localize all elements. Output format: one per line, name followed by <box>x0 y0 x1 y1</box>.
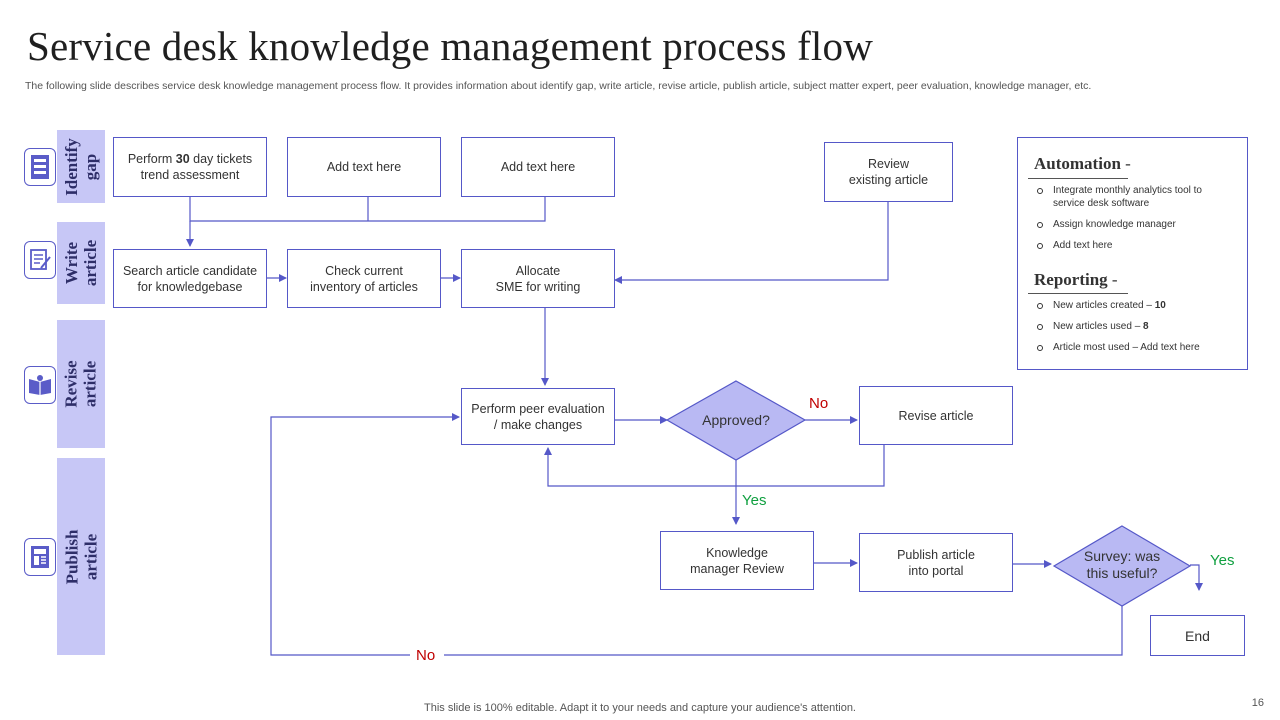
decision-survey-label: Survey: was this useful? <box>1083 548 1161 581</box>
box-trend-assessment: Perform 30 day tickets trend assessment <box>113 137 267 197</box>
label-yes-survey: Yes <box>1210 552 1235 569</box>
automation-item-3: Add text here <box>1053 240 1113 251</box>
connector-gap-merge <box>189 197 546 222</box>
page-title: Service desk knowledge management proces… <box>27 23 874 69</box>
automation-item-2: Assign knowledge manager <box>1053 219 1176 230</box>
label-no-revise: No <box>809 395 829 412</box>
automation-rule <box>1028 178 1128 179</box>
box-trend-assessment-pre: Perform <box>127 152 176 166</box>
automation-heading-text: Automation <box>1034 154 1121 173</box>
list-item: Add text here <box>1032 239 1232 252</box>
page-number: 16 <box>1251 697 1264 709</box>
box-publish-portal-label: Publish article into portal <box>897 547 975 578</box>
box-allocate-sme: Allocate SME for writing <box>461 249 615 308</box>
box-trend-assessment-post: day tickets trend assessment <box>140 152 253 182</box>
box-end-label: End <box>1185 627 1210 644</box>
box-review-existing-label: Review existing article <box>848 157 929 187</box>
box-revise-article: Revise article <box>859 386 1013 445</box>
box-revise-article-label: Revise article <box>898 408 974 423</box>
stage-identify-gap-label: Identify gap <box>62 137 100 196</box>
label-no-survey: No <box>416 647 436 664</box>
reporting-item-1-value: 10 <box>1154 300 1166 311</box>
automation-item-1: Integrate monthly analytics tool to serv… <box>1053 185 1202 209</box>
label-yes-approved: Yes <box>742 492 767 509</box>
reporting-item-2-value: 8 <box>1143 321 1149 332</box>
list-item: Integrate monthly analytics tool to serv… <box>1032 184 1232 210</box>
box-knowledge-review-label: Knowledge manager Review <box>690 545 784 576</box>
box-search-candidate-label: Search article candidate for knowledgeba… <box>122 263 258 294</box>
list-item: Article most used – Add text here <box>1032 341 1232 354</box>
automation-heading-dash: - <box>1120 154 1131 173</box>
stage-identify-gap: Identify gap <box>57 130 105 203</box>
box-peer-evaluation-label: Perform peer evaluation / make changes <box>471 401 605 432</box>
box-trend-assessment-bold: 30 <box>175 152 190 166</box>
reporting-item-3: Article most used – Add text here <box>1053 342 1200 353</box>
automation-heading: Automation - <box>1034 154 1131 174</box>
box-add-text-1-label: Add text here <box>326 160 402 174</box>
footer-note: This slide is 100% editable. Adapt it to… <box>424 702 856 714</box>
automation-list: Integrate monthly analytics tool to serv… <box>1032 184 1232 260</box>
box-check-inventory-label: Check current inventory of articles <box>310 263 418 294</box>
stage-write-article: Write article <box>57 222 105 304</box>
reporting-heading-text: Reporting <box>1034 270 1108 289</box>
reporting-item-1: New articles created – <box>1053 300 1155 311</box>
box-end: End <box>1150 615 1245 656</box>
box-allocate-sme-label: Allocate SME for writing <box>495 263 581 294</box>
page-subtitle: The following slide describes service de… <box>25 80 1092 92</box>
box-peer-evaluation: Perform peer evaluation / make changes <box>461 388 615 445</box>
box-check-inventory: Check current inventory of articles <box>287 249 441 308</box>
box-review-existing: Review existing article <box>824 142 953 202</box>
checklist-icon <box>24 148 56 186</box>
arrow-revise-back-to-peer <box>544 445 885 487</box>
newspaper-icon <box>24 538 56 576</box>
stage-revise-article-label: Revise article <box>62 360 100 408</box>
decision-survey-shape <box>1052 525 1192 607</box>
box-add-text-2-label: Add text here <box>500 160 576 174</box>
reporting-rule <box>1028 293 1128 294</box>
stage-write-article-label: Write article <box>62 239 100 287</box>
list-item: New articles used – 8 <box>1032 320 1232 333</box>
box-knowledge-review: Knowledge manager Review <box>660 531 814 590</box>
info-panel: Automation - Integrate monthly analytics… <box>1017 137 1248 370</box>
box-search-candidate: Search article candidate for knowledgeba… <box>113 249 267 308</box>
reporting-item-2: New articles used – <box>1053 321 1144 332</box>
list-item: Assign knowledge manager <box>1032 218 1232 231</box>
edit-document-icon <box>24 241 56 279</box>
reporting-list: New articles created – 10 New articles u… <box>1032 299 1232 362</box>
arrow-survey-to-end <box>1190 564 1203 591</box>
stage-publish-article: Publish article <box>57 458 105 655</box>
box-add-text-2: Add text here <box>461 137 615 197</box>
decision-approved-shape <box>665 380 807 461</box>
reporting-heading: Reporting - <box>1034 270 1118 290</box>
stage-publish-article-label: Publish article <box>62 529 100 584</box>
box-publish-portal: Publish article into portal <box>859 533 1013 592</box>
open-book-icon <box>24 366 56 404</box>
stage-revise-article: Revise article <box>57 320 105 448</box>
arrow-review-to-allocate <box>614 202 889 284</box>
box-add-text-1: Add text here <box>287 137 441 197</box>
reporting-heading-dash: - <box>1107 270 1118 289</box>
list-item: New articles created – 10 <box>1032 299 1232 312</box>
decision-approved-label: Approved? <box>702 411 770 428</box>
arrow-survey-no-loop <box>270 413 1123 656</box>
